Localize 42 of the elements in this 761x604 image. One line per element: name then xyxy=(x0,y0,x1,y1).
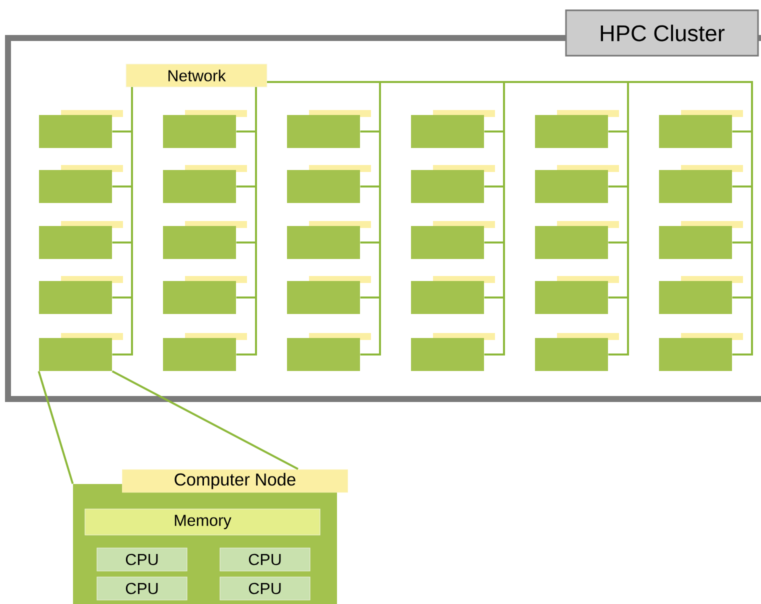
node-box xyxy=(411,221,495,259)
node-box xyxy=(659,110,743,148)
node-box xyxy=(535,165,619,203)
node-box xyxy=(163,165,247,203)
network-line xyxy=(267,81,753,356)
cpu-box: CPU xyxy=(96,548,188,572)
zoom-line xyxy=(112,370,298,470)
node-box xyxy=(535,221,619,259)
cpu-box: CPU xyxy=(96,576,188,600)
node-box xyxy=(287,333,371,371)
node-box xyxy=(411,110,495,148)
node-box xyxy=(535,333,619,371)
node-box xyxy=(287,165,371,203)
node-box xyxy=(411,276,495,314)
node-box xyxy=(659,221,743,259)
node-box xyxy=(535,276,619,314)
node-box xyxy=(287,276,371,314)
node-box xyxy=(659,333,743,371)
network-label: Network xyxy=(126,64,268,88)
node-box xyxy=(411,333,495,371)
node-box xyxy=(287,221,371,259)
node-box xyxy=(411,165,495,203)
node-box xyxy=(535,110,619,148)
zoom-line xyxy=(38,370,74,484)
node-box xyxy=(163,333,247,371)
network-line xyxy=(236,87,257,356)
node-box xyxy=(39,221,123,259)
node-box xyxy=(163,276,247,314)
cluster-heading: HPC Cluster xyxy=(565,10,759,56)
node-box xyxy=(39,110,123,148)
node-box xyxy=(163,221,247,259)
node-box xyxy=(659,165,743,203)
node-box xyxy=(163,110,247,148)
cpu-box: CPU xyxy=(220,548,310,572)
node-box xyxy=(39,165,123,203)
node-box xyxy=(287,110,371,148)
cpu-box: CPU xyxy=(220,576,310,600)
node-box xyxy=(659,276,743,314)
node-box xyxy=(39,333,123,371)
network-line xyxy=(112,87,133,356)
node-box xyxy=(39,276,123,314)
memory-box: Memory xyxy=(84,508,320,536)
